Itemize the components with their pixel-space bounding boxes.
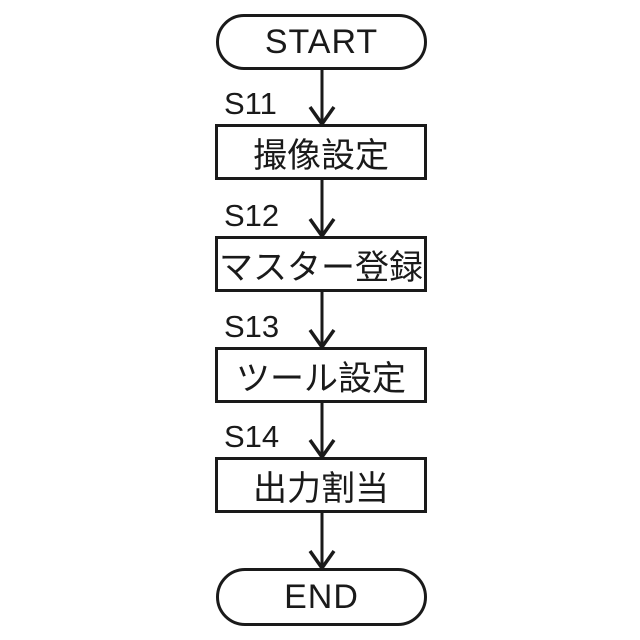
node-s13-process: ツール設定 (215, 347, 427, 403)
node-start-label: START (264, 22, 379, 61)
node-s11-label: 撮像設定 (253, 136, 389, 175)
step-label-s12: S12 (224, 198, 280, 233)
step-label-s11: S11 (224, 86, 277, 121)
step-label-s14: S14 (224, 419, 280, 454)
node-s12-label: マスター登録 (219, 248, 423, 287)
arrow-s12-to-s13 (308, 292, 336, 348)
node-start-terminator: START (216, 14, 427, 70)
node-s14-process: 出力割当 (215, 457, 427, 513)
node-end-label: END (284, 577, 359, 616)
node-s14-label: 出力割当 (253, 469, 389, 508)
arrow-start-to-s11 (308, 70, 336, 125)
node-s12-process: マスター登録 (215, 236, 427, 292)
node-end-terminator: END (216, 568, 427, 626)
step-label-s13: S13 (224, 309, 280, 344)
node-s13-label: ツール設定 (236, 359, 406, 398)
arrow-s13-to-s14 (308, 403, 336, 458)
node-s11-process: 撮像設定 (215, 124, 427, 180)
arrow-s11-to-s12 (308, 180, 336, 237)
arrow-s14-to-end (308, 513, 336, 569)
